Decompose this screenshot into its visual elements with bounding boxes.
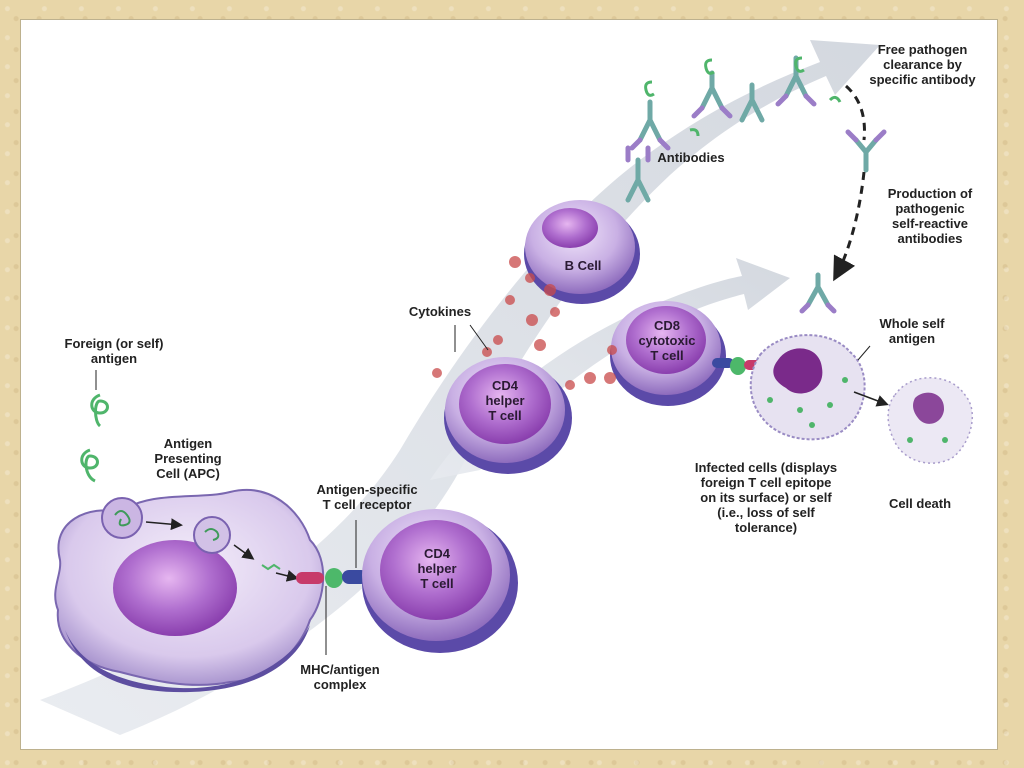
antibody-icon-b-cell: [625, 145, 651, 203]
dashed-arrow-upper: [844, 84, 866, 141]
antibody-icon-5: [845, 129, 887, 173]
label-cell-death: Cell death: [888, 496, 952, 511]
label-b-cell: B Cell: [564, 258, 602, 273]
label-antibodies: Antibodies: [657, 150, 725, 165]
label-infected-cells: Infected cells (displays foreign T cell …: [694, 460, 838, 535]
label-cd8-cell: CD8 cytotoxic T cell: [638, 318, 696, 363]
cytokines-group: [432, 256, 617, 390]
antibody-icon-3: [739, 82, 765, 123]
b-cell: [524, 200, 640, 304]
label-mhc-complex: MHC/antigen complex: [300, 662, 380, 692]
infected-cell: [749, 334, 866, 441]
label-tcr: Antigen-specific T cell receptor: [316, 482, 418, 512]
label-cytokines: Cytokines: [408, 304, 472, 319]
mhc-tcr-complex: [296, 520, 368, 655]
label-cd4-lower: CD4 helper T cell: [417, 546, 457, 591]
antibody-antigen-squiggles: [644, 56, 842, 137]
label-free-pathogen: Free pathogen clearance by specific anti…: [869, 42, 976, 87]
antibody-icon-1: [629, 99, 671, 151]
dying-cell: [887, 377, 974, 464]
label-production-antibodies: Production of pathogenic self-reactive a…: [887, 186, 973, 246]
cd4-helper-cell-upper: [444, 357, 572, 474]
apc-cell: [54, 489, 325, 693]
apc-nucleus: [113, 540, 237, 636]
self-antigen-pointer: [857, 345, 871, 361]
death-arrow: [853, 391, 889, 407]
cd8-cytotoxic-cell: [610, 301, 764, 406]
antibody-icon-2: [691, 70, 733, 119]
antibody-icon-6: [799, 272, 837, 314]
foreign-antigen-icon: [80, 393, 109, 483]
label-whole-self-antigen: Whole self antigen: [879, 316, 945, 346]
cd4-helper-cell-lower: [362, 509, 518, 653]
label-foreign-antigen: Foreign (or self) antigen: [64, 336, 164, 366]
label-apc: Antigen Presenting Cell (APC): [154, 436, 222, 481]
dashed-arrow-lower: [833, 171, 866, 282]
cytokine-pointer-2: [469, 324, 489, 351]
label-cd4-upper: CD4 helper T cell: [485, 378, 525, 423]
